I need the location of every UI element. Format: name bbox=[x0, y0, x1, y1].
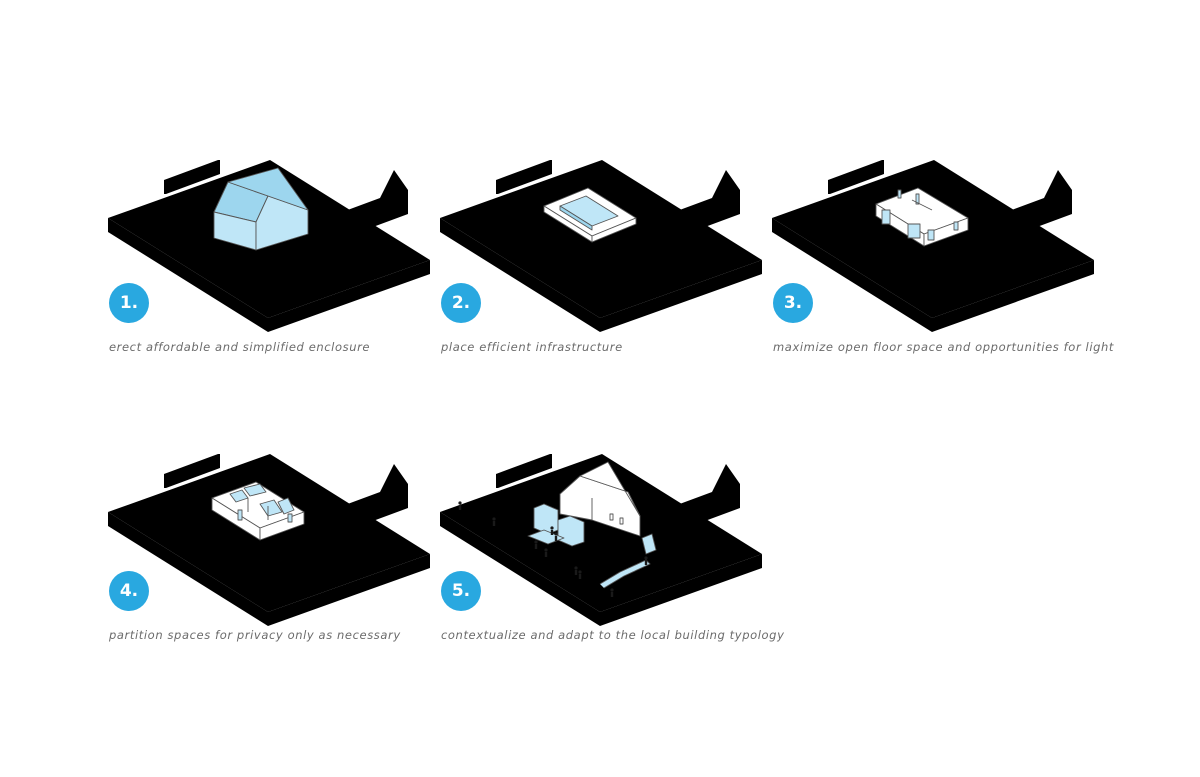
step-caption: maximize open floor space and opportunit… bbox=[773, 340, 1115, 354]
step-5: 5. contextualize and adapt to the local … bbox=[440, 454, 784, 654]
step-number-badge: 3. bbox=[773, 283, 813, 323]
step-2: 2. place efficient infrastructure bbox=[440, 160, 770, 360]
step-4: 4. partition spaces for privacy only as … bbox=[108, 454, 438, 654]
site-diagram-partitions bbox=[108, 454, 430, 626]
step-number-badge: 1. bbox=[109, 283, 149, 323]
people-figures bbox=[458, 501, 648, 597]
site-diagram-context bbox=[440, 454, 762, 626]
step-caption: contextualize and adapt to the local bui… bbox=[441, 628, 785, 642]
site-diagram-enclosure bbox=[108, 160, 430, 332]
site-diagram-open-floor bbox=[772, 160, 1094, 332]
step-caption: erect affordable and simplified enclosur… bbox=[109, 340, 371, 354]
step-3: 3. maximize open floor space and opportu… bbox=[772, 160, 1113, 360]
step-number-badge: 4. bbox=[109, 571, 149, 611]
step-number-badge: 5. bbox=[441, 571, 481, 611]
step-1: 1. erect affordable and simplified enclo… bbox=[108, 160, 438, 360]
step-number-badge: 2. bbox=[441, 283, 481, 323]
step-caption: partition spaces for privacy only as nec… bbox=[109, 628, 401, 642]
site-diagram-infrastructure bbox=[440, 160, 762, 332]
step-caption: place efficient infrastructure bbox=[441, 340, 623, 354]
